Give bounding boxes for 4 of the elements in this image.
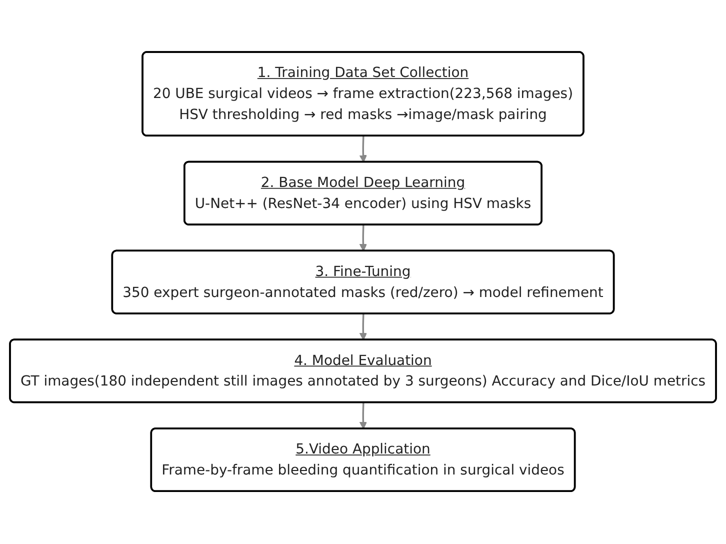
arrow — [359, 314, 368, 341]
arrow — [359, 403, 368, 430]
arrow — [359, 225, 368, 252]
arrow — [359, 136, 368, 163]
